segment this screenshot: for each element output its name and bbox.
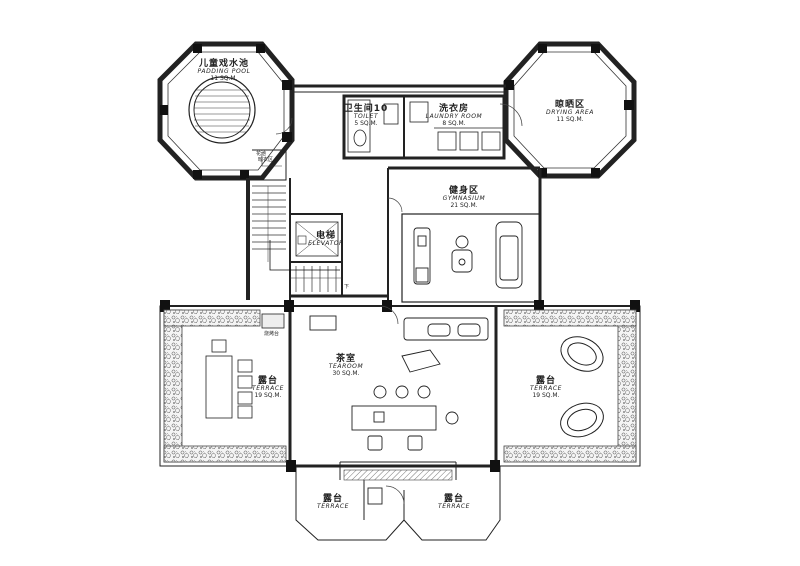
tag-a: 花池 <box>256 151 267 157</box>
wading-pool-room <box>157 41 295 181</box>
gym-equipment <box>413 221 523 289</box>
terrace-left-area: 19 SQ.M. <box>254 392 282 400</box>
terrace-left-en: TERRACE <box>251 385 285 393</box>
drying-area-room <box>503 41 637 179</box>
terrace-left-cn: 露台 <box>257 376 278 386</box>
wading-pool-area: 11 SQ.M. <box>210 75 238 83</box>
tearoom-furniture <box>309 315 489 505</box>
tag-b: 晾衣区 <box>258 157 274 163</box>
wading-pool-en: PADDING POOL <box>197 68 251 76</box>
terrace-right-cn: 露台 <box>535 376 556 386</box>
terrace-bottom-left-label: 露台 TERRACE <box>317 494 349 511</box>
toilet-en: TOILET <box>353 113 379 121</box>
lower-walls <box>159 305 641 541</box>
laundry-label: 洗衣房 LAUNDRY ROOM 8 SQ.M. <box>426 104 483 128</box>
elevator-cn: 电梯 <box>315 231 336 241</box>
terrace-bottom-right-en: TERRACE <box>437 503 471 511</box>
terrace-left-label: 露台 TERRACE 19 SQ.M. <box>252 376 284 400</box>
tearoom-label: 茶室 TEAROOM 30 SQ.M. <box>329 354 364 378</box>
drying-area-label: 晾晒区 DRYING AREA 11 SQ.M. <box>546 100 594 124</box>
elevator-label: 电梯 ELEVATOR <box>308 231 344 248</box>
terrace-right-label: 露台 TERRACE 19 SQ.M. <box>530 376 562 400</box>
toilet-cn: 卫生间10 <box>343 104 389 114</box>
kitchenette-tag: 烧烤台 <box>264 331 280 337</box>
elevator-en: ELEVATOR <box>308 240 344 248</box>
drying-area-en: DRYING AREA <box>545 109 595 117</box>
wading-pool-cn: 儿童戏水池 <box>198 59 249 69</box>
gym-en: GYMNASIUM <box>442 195 486 203</box>
tearoom-area: 30 SQ.M. <box>332 370 360 378</box>
terrace-bottom-right-cn: 露台 <box>443 494 464 504</box>
tearoom-cn: 茶室 <box>335 354 356 364</box>
staircase <box>252 185 342 292</box>
pool-basin <box>188 76 256 144</box>
wading-pool-label: 儿童戏水池 PADDING POOL 11 SQ.M. <box>197 59 250 83</box>
laundry-cn: 洗衣房 <box>438 104 469 114</box>
left-terrace-furniture <box>205 313 285 419</box>
gym-label: 健身区 GYMNASIUM 21 SQ.M. <box>443 186 486 210</box>
terrace-bottom-left-en: TERRACE <box>316 503 350 511</box>
toilet-area: 5 SQ.M. <box>354 120 378 128</box>
elevator-cab <box>295 221 339 257</box>
planter-beds <box>163 309 637 481</box>
gym-area: 21 SQ.M. <box>450 202 478 210</box>
terrace-bottom-left-cn: 露台 <box>322 494 343 504</box>
terrace-right-en: TERRACE <box>529 385 563 393</box>
drying-area-cn: 晾晒区 <box>554 100 586 110</box>
drying-area-area: 11 SQ.M. <box>556 116 584 124</box>
terrace-bottom-right-label: 露台 TERRACE <box>438 494 470 511</box>
laundry-en: LAUNDRY ROOM <box>425 113 483 121</box>
right-terrace-loungers <box>560 336 604 438</box>
building-walls <box>246 84 542 303</box>
tearoom-en: TEAROOM <box>328 363 364 371</box>
laundry-area: 8 SQ.M. <box>442 120 466 128</box>
toilet-label: 卫生间10 TOILET 5 SQ.M. <box>344 104 389 128</box>
gym-cn: 健身区 <box>448 186 480 196</box>
terrace-right-area: 19 SQ.M. <box>532 392 560 400</box>
doors <box>275 103 523 505</box>
stair-down-tag: 下 <box>344 284 350 290</box>
